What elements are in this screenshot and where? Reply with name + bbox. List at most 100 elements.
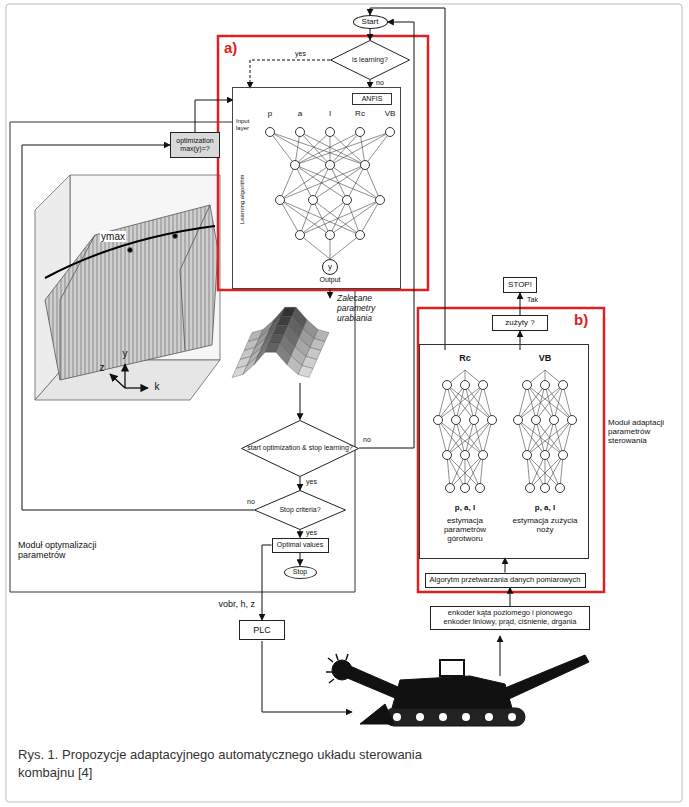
illustration-part	[365, 132, 390, 165]
illustration-part	[443, 451, 452, 460]
illustration-part	[254, 343, 269, 365]
connector	[505, 558, 506, 573]
label-text: ymax	[100, 231, 126, 242]
illustration-part	[416, 713, 424, 721]
illustration-part	[347, 165, 365, 200]
illustration-part	[526, 484, 535, 493]
illustration-part	[446, 484, 455, 493]
edge-label: yes	[305, 529, 318, 537]
illustration-part	[527, 455, 560, 488]
edge-label: yes	[294, 50, 307, 58]
figure-frame	[6, 4, 682, 802]
illustration-part	[326, 654, 348, 683]
illustration-part	[173, 234, 178, 239]
illustration-part	[505, 655, 589, 699]
illustration-part	[476, 484, 485, 493]
illustration-part	[300, 235, 330, 259]
illustration-part	[518, 420, 527, 455]
illustration-part	[470, 416, 479, 425]
illustration-part	[280, 200, 300, 235]
illustration-part	[438, 420, 447, 455]
process-box: Optimal values	[272, 538, 329, 553]
illustration-part	[385, 708, 525, 726]
illustration-part	[343, 196, 352, 205]
label-text: Rc	[351, 110, 369, 119]
connector	[370, 80, 371, 88]
connector	[520, 293, 521, 315]
illustration-part	[545, 455, 563, 488]
illustration-part	[541, 484, 550, 493]
node-text: Zalecane parametry urabiania	[337, 294, 395, 323]
illustration-part	[462, 713, 470, 721]
label-text: VB	[381, 110, 399, 119]
illustration-part	[345, 666, 405, 701]
illustration-part	[300, 200, 380, 235]
illustration-part	[347, 200, 360, 235]
control-arrow	[262, 641, 352, 712]
illustration-part	[452, 416, 461, 425]
illustration-part	[559, 381, 568, 390]
illustration-part	[438, 385, 447, 420]
connector	[250, 60, 330, 88]
illustration-part	[447, 385, 492, 420]
illustration-part	[313, 165, 365, 200]
neural-net: VBp, a, Iestymacja zużycia noży	[505, 350, 585, 555]
node-text: Optimal values	[277, 541, 323, 549]
connector	[262, 545, 272, 620]
edge-label: no	[246, 498, 256, 506]
illustration-part	[483, 385, 492, 420]
node-text: estymacja zużycia noży	[505, 516, 585, 534]
illustration-part	[330, 132, 360, 165]
illustration-part	[530, 455, 563, 488]
connector	[330, 288, 331, 298]
label-text: Input layer	[236, 118, 264, 131]
illustration-part	[266, 128, 275, 137]
illustration-part	[276, 196, 285, 205]
label-text: p	[262, 110, 278, 119]
illustration-part	[479, 451, 488, 460]
illustration-part	[125, 387, 148, 388]
illustration-part	[313, 200, 360, 235]
neural-net: Rcp, a, Iestymacja parametrów górotworu	[425, 350, 505, 555]
connector	[22, 145, 254, 510]
connector	[195, 100, 233, 132]
illustration-part	[360, 704, 394, 724]
label-text: I	[322, 110, 338, 119]
illustration-part	[356, 231, 365, 240]
connector	[300, 477, 301, 491]
node-text: start optimization & stop learning?	[247, 444, 352, 452]
illustration-part	[527, 420, 536, 455]
illustration-part	[326, 231, 335, 240]
connector	[510, 588, 511, 607]
illustration-part	[110, 374, 125, 388]
illustration-part	[447, 455, 480, 488]
illustration-part	[361, 161, 370, 170]
connector	[300, 530, 301, 538]
module-outline	[10, 122, 355, 592]
connector	[300, 553, 301, 566]
illustration-part	[438, 420, 483, 455]
diamond-shape	[242, 420, 359, 476]
surface-plot: Zalecane parametry urabiania	[228, 298, 333, 383]
illustration-part	[545, 455, 546, 488]
illustration-part	[296, 231, 305, 240]
illustration-part	[447, 455, 465, 488]
illustration-part	[485, 713, 493, 721]
illustration-part	[280, 200, 330, 235]
label-text: k	[152, 381, 162, 392]
node-text: p, a, I	[505, 503, 585, 512]
algorithm-box: Algorytm przetwarzania danych pomiarowyc…	[425, 573, 586, 588]
illustration-part	[298, 366, 313, 378]
roadheader-machine	[326, 654, 589, 726]
illustration-part	[488, 416, 497, 425]
illustration-part	[280, 200, 360, 235]
illustration-part	[124, 364, 125, 388]
label-text: a)	[224, 40, 246, 57]
illustration-part	[461, 451, 470, 460]
illustration-part	[295, 132, 390, 165]
illustration-part	[45, 226, 215, 278]
illustration-part	[330, 200, 347, 235]
illustration-part	[60, 205, 210, 380]
illustration-part	[360, 200, 380, 235]
node-text: Rc	[425, 353, 505, 363]
